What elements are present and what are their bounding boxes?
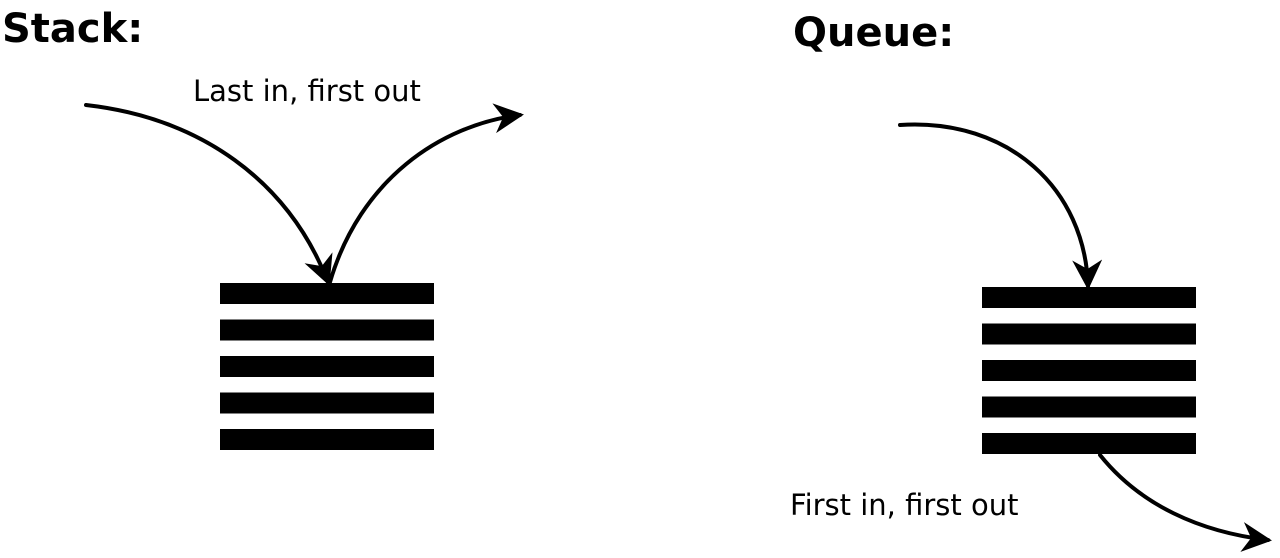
stack-title: Stack: (2, 6, 143, 52)
queue-item-1 (982, 287, 1196, 308)
stack-item-1 (220, 283, 434, 304)
stack-item-3 (220, 356, 434, 377)
queue-item-2 (982, 323, 1196, 345)
queue-item-5 (982, 433, 1196, 454)
stack-item-2 (220, 319, 434, 341)
stack-pop-arrow (328, 103, 524, 284)
queue-items (982, 287, 1196, 454)
queue-caption: First in, first out (790, 488, 1019, 522)
queue-title: Queue: (793, 10, 954, 56)
queue-enqueue-arrow (898, 122, 1103, 290)
queue-item-4 (982, 396, 1196, 418)
stack-items (220, 283, 434, 450)
stack-push-arrow (84, 103, 333, 286)
stack-section: Stack: Last in, first out (2, 6, 524, 450)
stack-item-5 (220, 429, 434, 450)
stack-item-4 (220, 392, 434, 414)
queue-section: Queue: First in, first out (790, 10, 1272, 552)
stack-caption: Last in, first out (193, 74, 421, 108)
queue-dequeue-arrow (1098, 453, 1272, 552)
queue-item-3 (982, 360, 1196, 381)
